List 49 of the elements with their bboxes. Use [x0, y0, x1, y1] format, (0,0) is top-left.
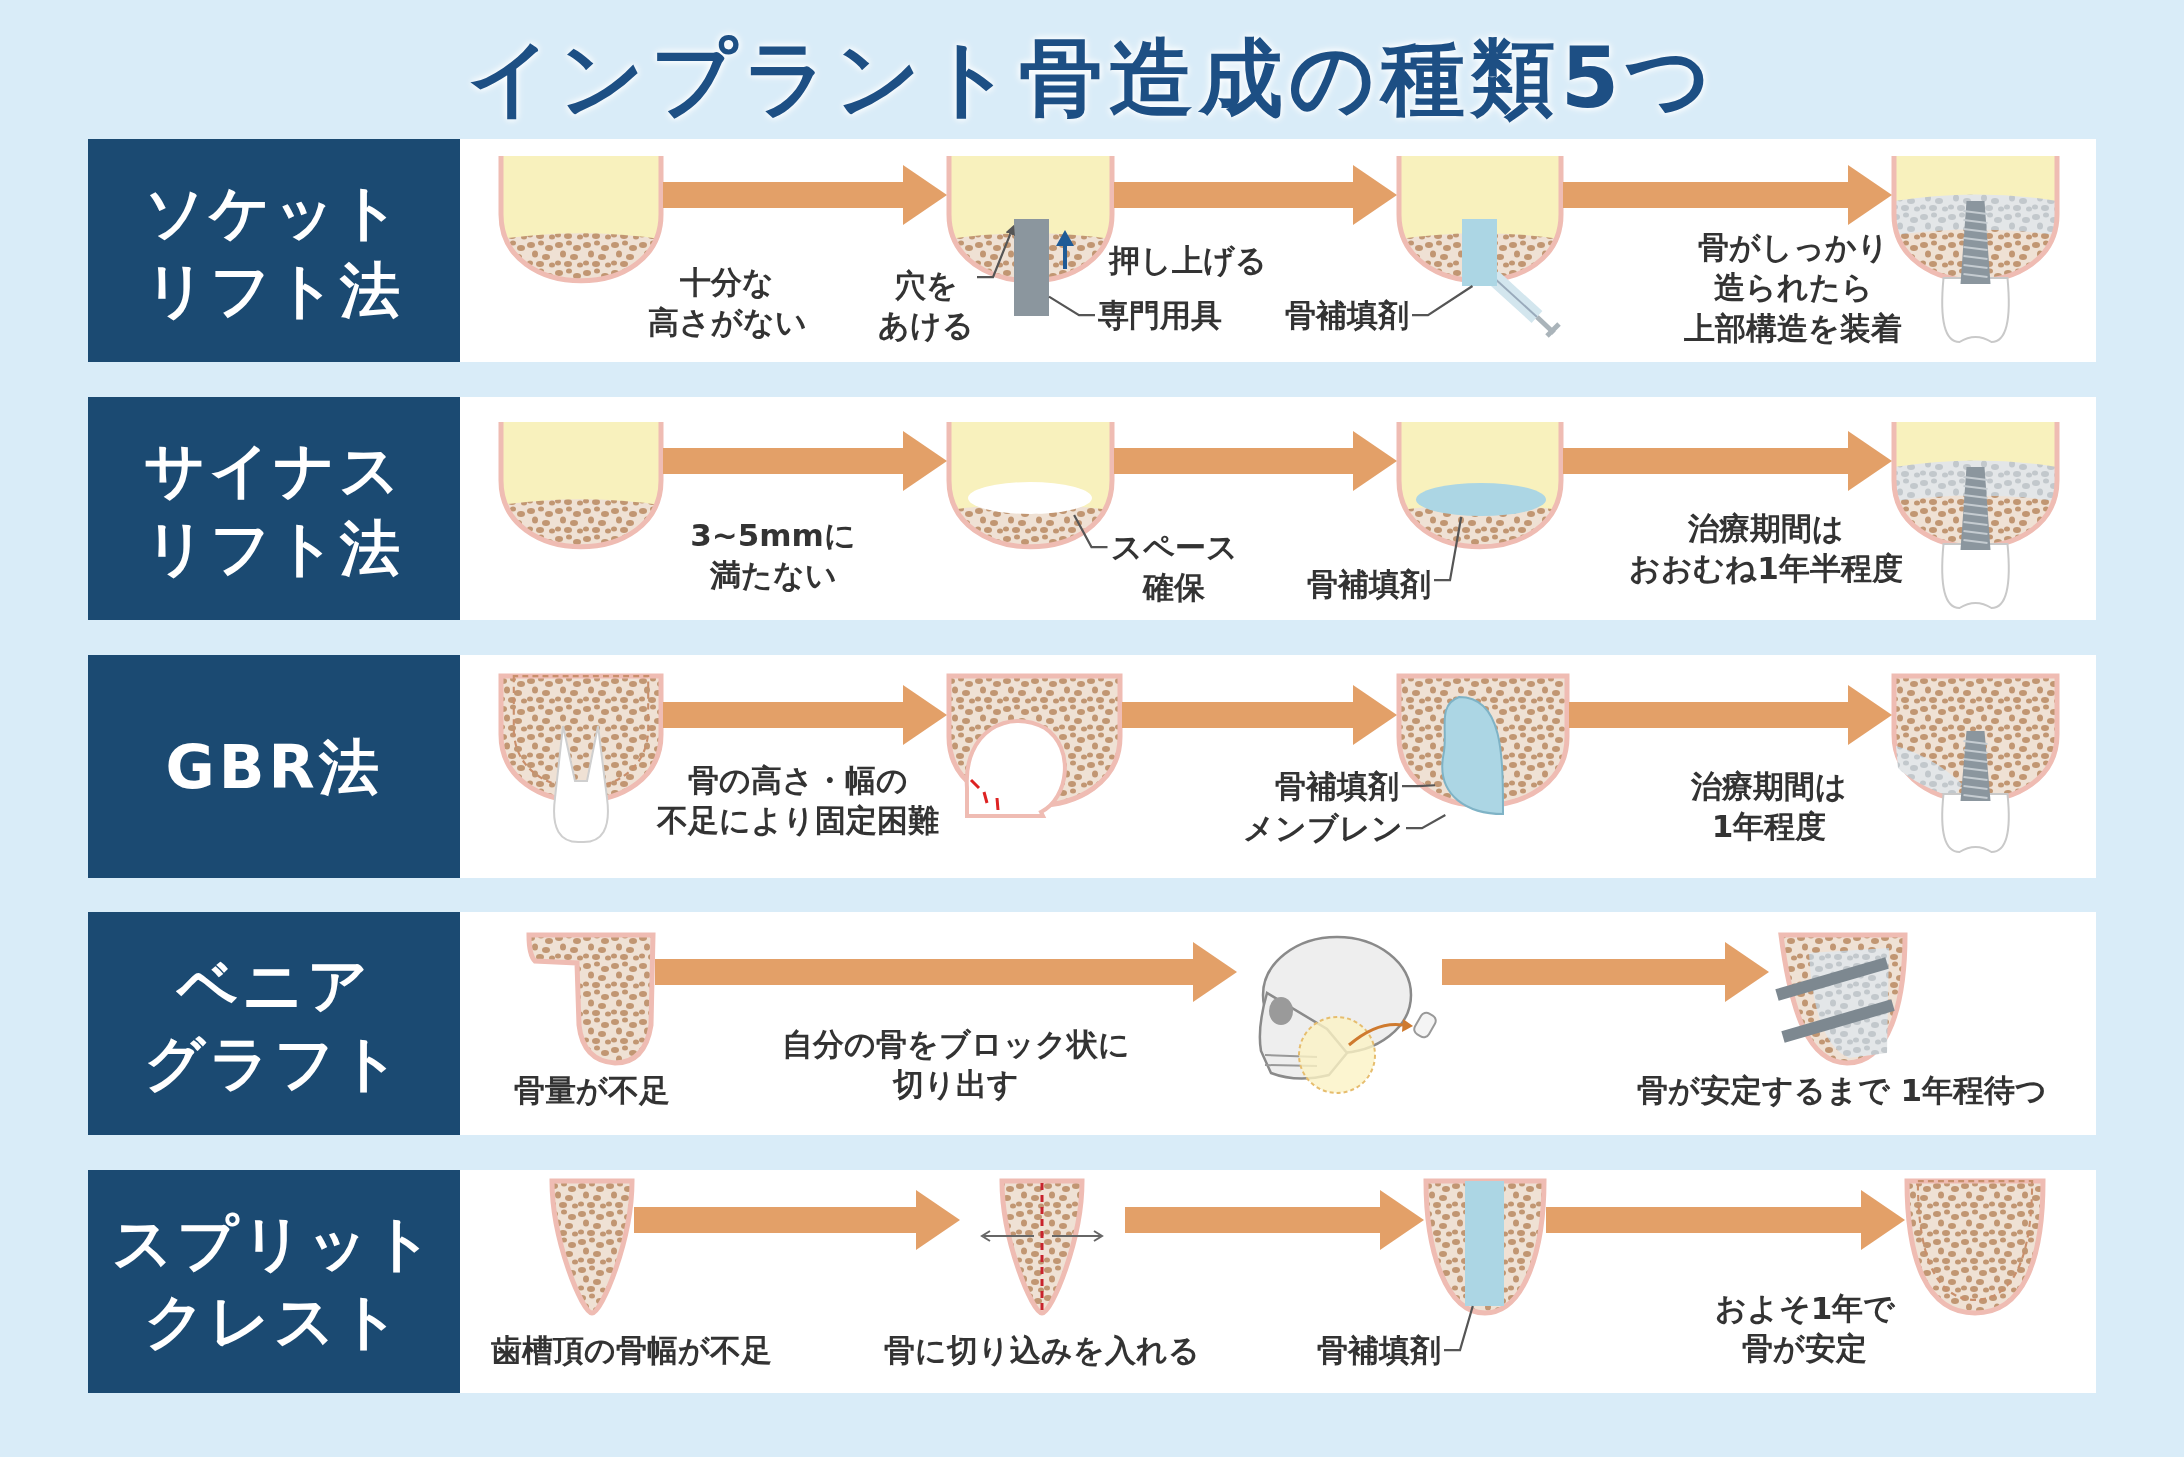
- step-label: およそ1年で骨が安定: [1714, 1289, 1896, 1369]
- step-label: 歯槽頂の骨幅が不足: [490, 1331, 772, 1370]
- step-label: 骨に切り込みを入れる: [884, 1331, 1200, 1370]
- leader-line: [1406, 814, 1446, 830]
- arrow: [1546, 1190, 1905, 1250]
- callout-text: スペース確保: [1110, 527, 1238, 608]
- callout-text: 骨補填剤: [1307, 564, 1431, 605]
- arrow: [634, 1190, 960, 1250]
- step-label: 十分な高さがない: [647, 263, 807, 343]
- arrow: [663, 431, 947, 491]
- arrow: [1125, 1190, 1424, 1250]
- callout-text: 骨補填剤: [1275, 766, 1399, 807]
- leader-line: [1444, 1305, 1474, 1352]
- row-heading: サイナスリフト法: [144, 433, 404, 585]
- step-label: 治療期間はおおむね1年半程度: [1629, 509, 1903, 589]
- arrow: [1563, 165, 1892, 225]
- arrow: [663, 165, 947, 225]
- arrow: [655, 942, 1237, 1002]
- arrow: [1442, 942, 1769, 1002]
- note-text: 自分の骨をブロック状に切り出す: [782, 1025, 1130, 1105]
- leader-line: [1402, 784, 1436, 788]
- row-heading: ベニアグラフト: [144, 948, 404, 1100]
- step-label: 骨が安定するまで 1年程待つ: [1636, 1071, 2048, 1110]
- callout-text: 骨補填剤: [1317, 1330, 1441, 1371]
- callout-text: 骨補填剤: [1285, 295, 1409, 336]
- row-heading: スプリットクレスト: [111, 1206, 437, 1358]
- step-label: 骨量が不足: [514, 1071, 670, 1110]
- step-label: 3~5mmに満たない: [690, 516, 856, 596]
- step-label: 押し上げる: [1109, 241, 1267, 280]
- row-heading: ソケットリフト法: [144, 175, 404, 327]
- leader-line: [1434, 516, 1463, 582]
- row-heading: GBR法: [165, 730, 383, 804]
- leader-line: [1073, 514, 1108, 549]
- callout-text: 専門用具: [1098, 295, 1222, 336]
- arrow: [663, 685, 947, 745]
- arrow: [1114, 431, 1397, 491]
- leader-line: [1048, 295, 1095, 317]
- leader-line: [977, 224, 1015, 279]
- note-text: 骨の高さ・幅の不足により固定困難: [657, 761, 939, 841]
- arrow: [1569, 685, 1892, 745]
- leader-line: [1412, 285, 1474, 317]
- step-label: 治療期間は1年程度: [1691, 767, 1847, 847]
- callout-text: メンブレン: [1243, 808, 1403, 849]
- arrow: [1563, 431, 1892, 491]
- callout-text: 穴をあける: [878, 265, 974, 346]
- title: インプラント骨造成の種類5つ: [466, 29, 1718, 127]
- step-label: 骨がしっかり造られたら上部構造を装着: [1684, 228, 1902, 348]
- arrow: [1122, 685, 1397, 745]
- arrow: [1114, 165, 1397, 225]
